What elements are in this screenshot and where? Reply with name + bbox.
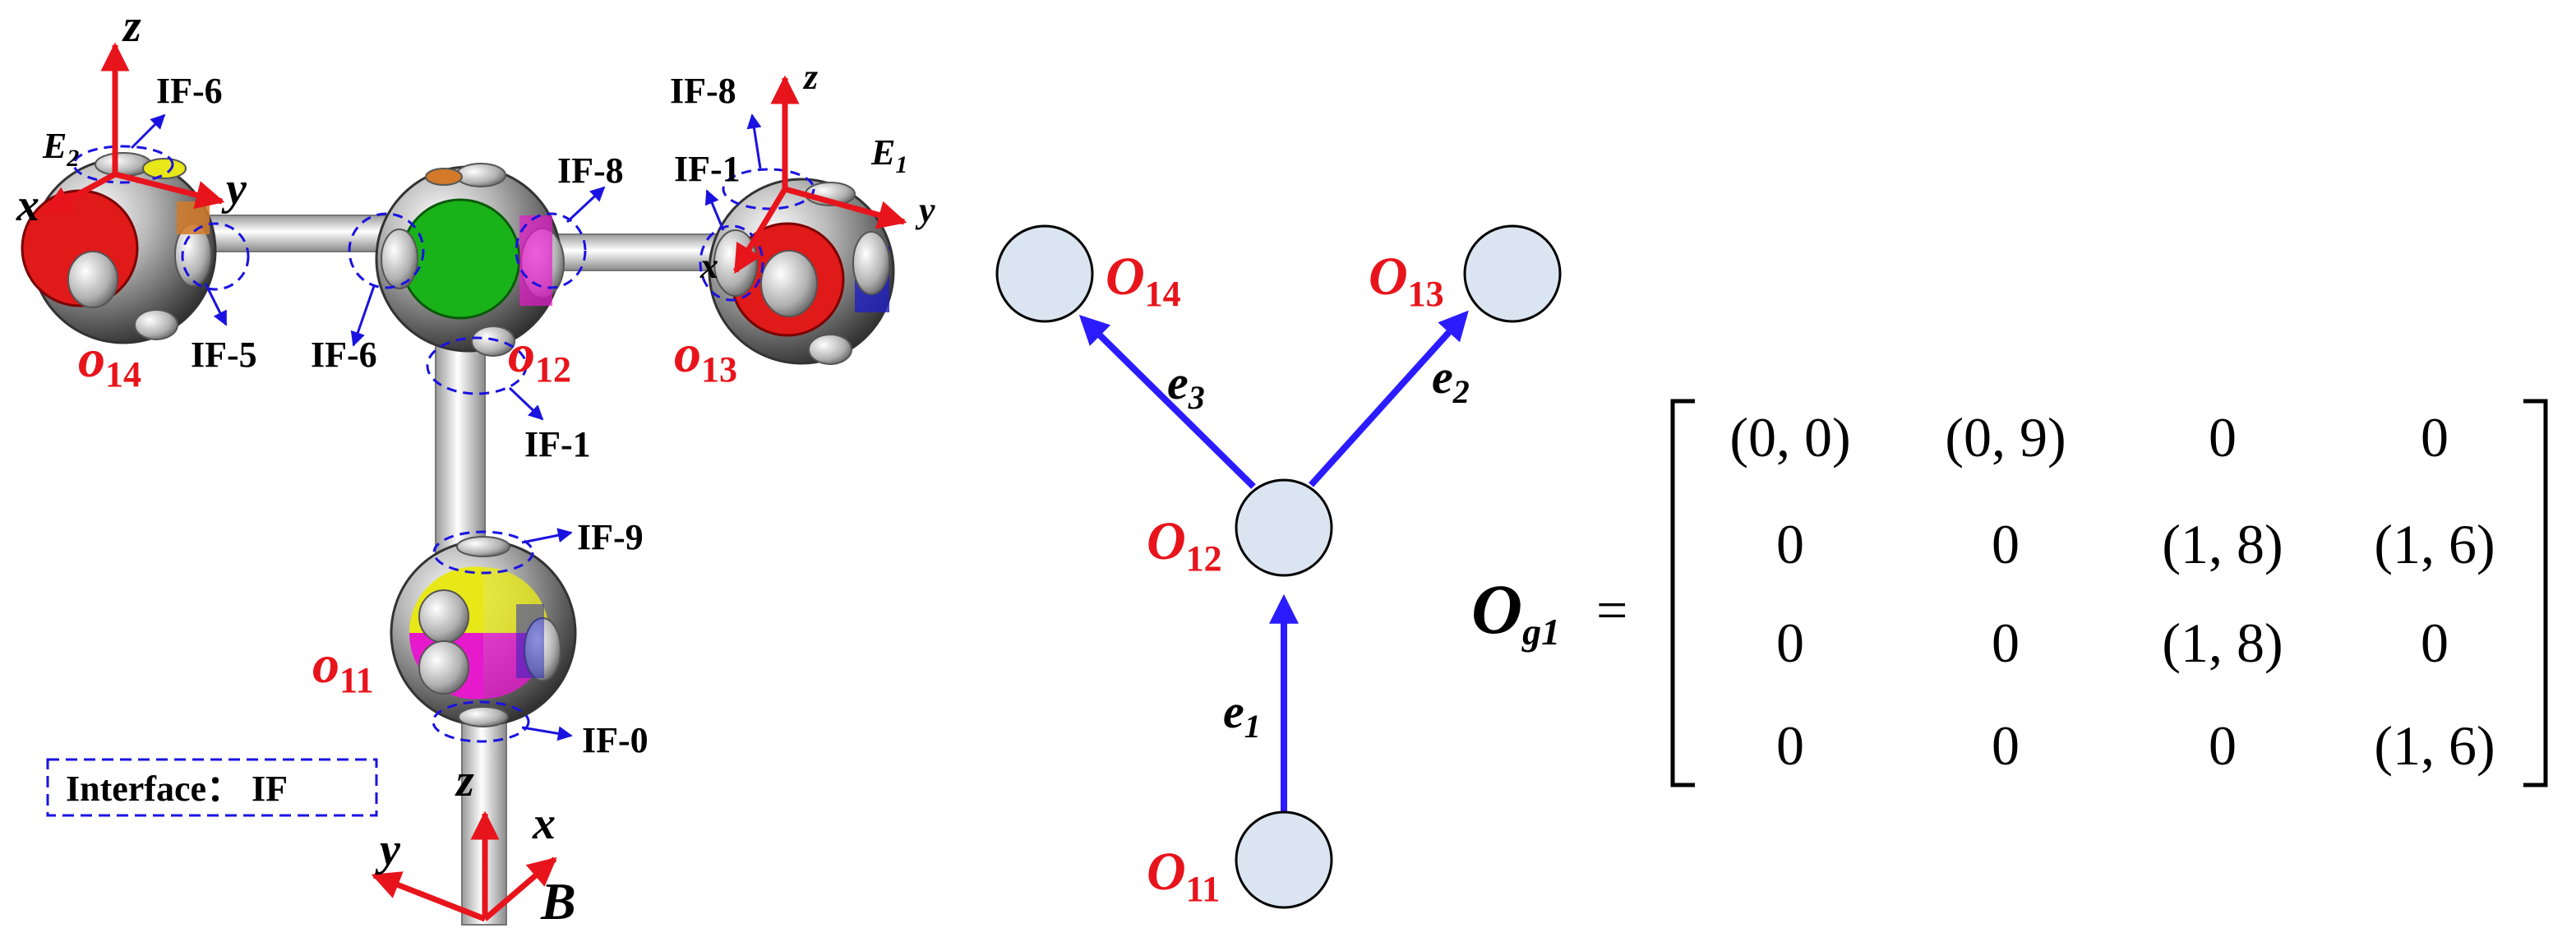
- node-o13: [1463, 224, 1562, 323]
- matrix-cell: 0: [1992, 714, 2020, 777]
- node-o14-label: O14: [1106, 247, 1181, 314]
- matrix-panel: Og1 = (0, 0) (0, 9) 0 0 0 0 (1, 8) (1, 6…: [1471, 399, 2548, 787]
- module-o14-label: o14: [78, 329, 141, 395]
- rod-vertical-upper: [435, 344, 486, 560]
- frame-b-label: B: [540, 872, 576, 930]
- module-o13-label: o13: [674, 324, 737, 390]
- axis-z-base: z: [455, 755, 474, 806]
- matrix-cell: (1, 8): [2162, 612, 2283, 674]
- graph-edges: [1078, 310, 1469, 814]
- axis-z-right: z: [802, 57, 818, 97]
- module-o14-sphere: [21, 152, 217, 344]
- matrix-cell: 0: [1776, 612, 1804, 674]
- matrix-cell: 0: [2209, 714, 2237, 777]
- module-o11-label: o11: [312, 635, 374, 700]
- coordinate-frames: [42, 42, 907, 922]
- if8-right-label: IF-8: [670, 71, 736, 111]
- axis-y-left: y: [221, 164, 247, 215]
- edge-e1-label: e1: [1223, 685, 1261, 745]
- matrix-cell: (0, 0): [1729, 406, 1850, 469]
- node-o11: [1235, 810, 1333, 909]
- matrix-cell: 0: [1992, 612, 2020, 674]
- matrix-cell: (0, 9): [1945, 406, 2066, 469]
- matrix-lhs: Og1: [1471, 570, 1560, 653]
- module-o12-sphere: [375, 163, 565, 357]
- interface-legend: Interface： IF: [46, 758, 378, 817]
- edge-e2-line: [1309, 310, 1469, 487]
- axis-y-right: y: [915, 190, 935, 230]
- node-o12: [1235, 478, 1333, 577]
- interface-legend-text: Interface： IF: [66, 769, 288, 809]
- interface-leaders: [130, 113, 762, 741]
- module-o12-label: o12: [508, 324, 571, 390]
- edge-e3-label: e3: [1167, 356, 1205, 416]
- matrix-right-bracket: [2523, 399, 2548, 787]
- frame-e2-label: E2: [42, 126, 79, 172]
- node-o13-label: O13: [1369, 247, 1444, 314]
- if5-label: IF-5: [191, 335, 257, 375]
- if1-right-label: IF-1: [674, 149, 741, 189]
- if6-top-label: IF-6: [156, 71, 223, 111]
- frame-e1-label: E1: [870, 132, 907, 178]
- axis-x-left: x: [16, 180, 39, 231]
- node-o14: [995, 224, 1094, 323]
- if8-mid-label: IF-8: [557, 150, 624, 191]
- matrix-cell: (1, 6): [2374, 714, 2495, 777]
- axis-x-right: x: [699, 246, 718, 286]
- matrix-equals: =: [1596, 579, 1627, 641]
- node-o12-label: O12: [1147, 511, 1222, 579]
- axis-y-base: y: [375, 824, 401, 875]
- axis-z-left: z: [122, 1, 141, 52]
- axis-x-base: x: [532, 798, 556, 849]
- node-o11-label: O11: [1147, 842, 1220, 909]
- if0-label: IF-0: [582, 720, 649, 760]
- matrix-left-bracket: [1670, 399, 1695, 787]
- interface-markers: [72, 145, 815, 743]
- matrix-cell: (1, 6): [2374, 513, 2495, 575]
- robot-panel: IF-6 IF-8 IF-8 IF-1 IF-5 IF-6 IF-1 IF-9 …: [16, 1, 935, 930]
- edge-e2-label: e2: [1432, 350, 1470, 410]
- matrix-cell: 0: [1776, 513, 1804, 575]
- edge-e3-line: [1078, 314, 1256, 489]
- matrix-body: (0, 0) (0, 9) 0 0 0 0 (1, 8) (1, 6) 0 0 …: [1729, 406, 2495, 777]
- module-o11-sphere: [390, 536, 577, 727]
- matrix-cell: 0: [2421, 406, 2449, 469]
- matrix-cell: (1, 8): [2162, 513, 2283, 575]
- if9-label: IF-9: [577, 517, 644, 557]
- matrix-cell: 0: [1776, 714, 1804, 777]
- graph-nodes: [995, 224, 1562, 909]
- matrix-cell: 0: [1992, 513, 2020, 575]
- graph-panel: O14 O13 O12 O11 e1 e2 e3: [995, 224, 1562, 909]
- if1-low-label: IF-1: [524, 424, 591, 464]
- matrix-cell: 0: [2421, 612, 2449, 674]
- matrix-cell: 0: [2209, 406, 2237, 469]
- if6-mid-label: IF-6: [311, 335, 377, 375]
